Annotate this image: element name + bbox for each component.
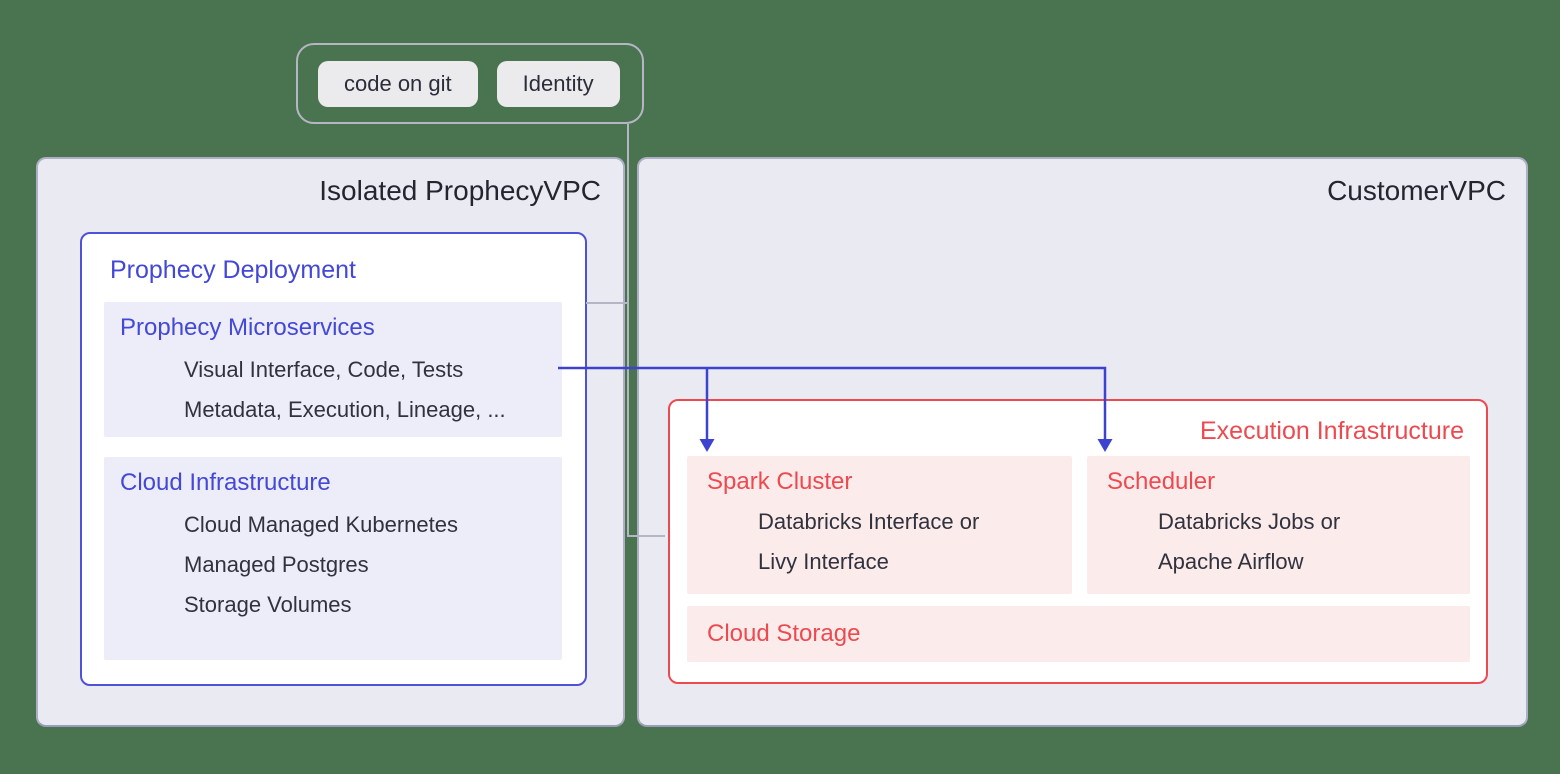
isolated-prophecy-vpc-title: Isolated ProphecyVPC (319, 175, 601, 206)
microservices-item: Visual Interface, Code, Tests (184, 357, 464, 382)
execution-infrastructure-box: Execution Infrastructure Spark Cluster D… (668, 399, 1488, 684)
identity-chip: Identity (496, 60, 620, 107)
cloud-infrastructure-item: Cloud Managed Kubernetes (184, 512, 458, 537)
scheduler-title: Scheduler (1107, 468, 1216, 495)
prophecy-deployment-box: Prophecy Deployment Prophecy Microservic… (80, 232, 587, 686)
cloud-infrastructure-title: Cloud Infrastructure (120, 469, 331, 496)
prophecy-microservices-title: Prophecy Microservices (120, 314, 375, 341)
prophecy-deployment-title: Prophecy Deployment (110, 256, 356, 284)
code-on-git-chip: code on git (318, 60, 478, 107)
cloud-infrastructure-item: Managed Postgres (184, 552, 369, 577)
customer-vpc-title: CustomerVPC (1327, 175, 1506, 206)
cloud-storage-title: Cloud Storage (707, 620, 861, 647)
spark-cluster-item: Livy Interface (758, 549, 889, 574)
scheduler-box: Scheduler Databricks Jobs or Apache Airf… (1087, 456, 1470, 594)
spark-cluster-title: Spark Cluster (707, 468, 853, 495)
spark-cluster-box: Spark Cluster Databricks Interface or Li… (687, 456, 1072, 594)
scheduler-item: Apache Airflow (1158, 549, 1304, 574)
external-services-box: code on git Identity (296, 43, 644, 124)
execution-infrastructure-title: Execution Infrastructure (1199, 417, 1464, 445)
customer-vpc: CustomerVPC Execution Infrastructure Spa… (637, 157, 1528, 727)
scheduler-items: Databricks Jobs or Apache Airflow (1158, 502, 1470, 582)
microservices-item: Metadata, Execution, Lineage, ... (184, 397, 506, 422)
cloud-infrastructure-box: Cloud Infrastructure Cloud Managed Kuber… (104, 457, 562, 660)
isolated-prophecy-vpc: Isolated ProphecyVPC Prophecy Deployment… (36, 157, 625, 727)
prophecy-microservices-items: Visual Interface, Code, Tests Metadata, … (184, 350, 562, 430)
cloud-infrastructure-item: Storage Volumes (184, 592, 352, 617)
scheduler-item: Databricks Jobs or (1158, 509, 1341, 534)
cloud-infrastructure-items: Cloud Managed Kubernetes Managed Postgre… (184, 505, 562, 625)
cloud-storage-box: Cloud Storage (687, 606, 1470, 662)
spark-cluster-item: Databricks Interface or (758, 509, 980, 534)
spark-cluster-items: Databricks Interface or Livy Interface (758, 502, 1072, 582)
prophecy-microservices-box: Prophecy Microservices Visual Interface,… (104, 302, 562, 437)
identity-label: Identity (522, 70, 594, 96)
code-on-git-label: code on git (344, 70, 452, 96)
